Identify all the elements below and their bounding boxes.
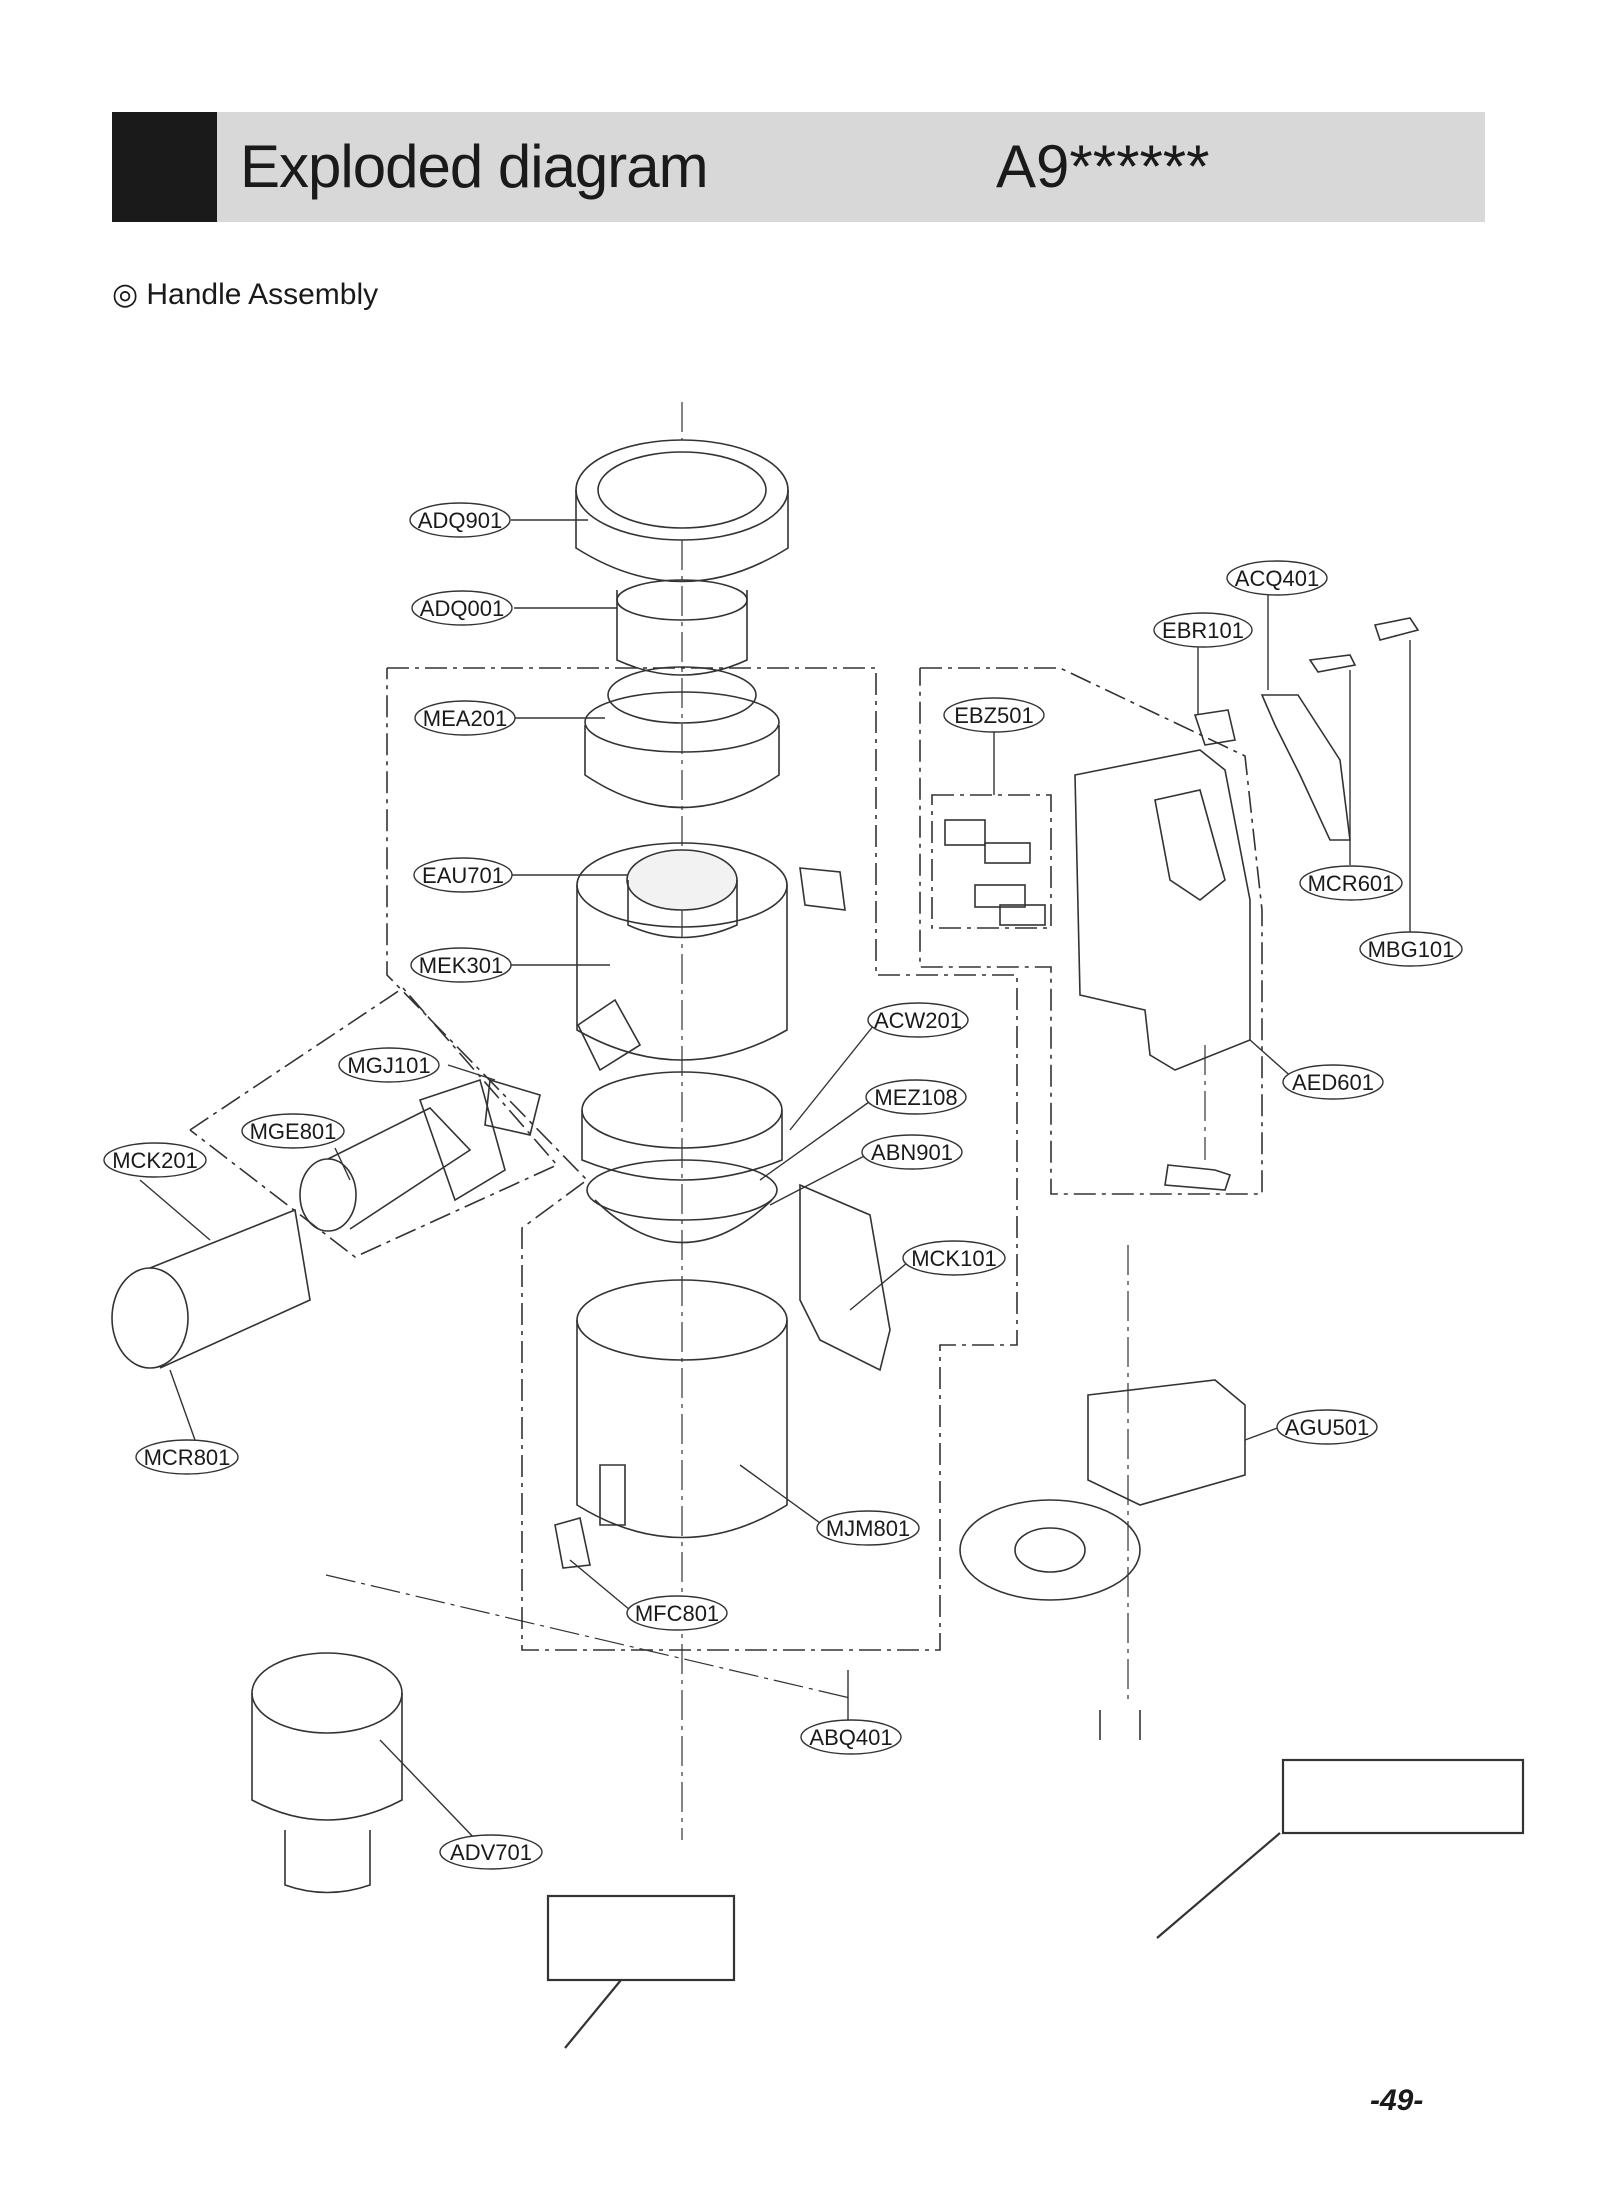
label-AED601: AED601 <box>1282 1064 1384 1100</box>
label-MGJ101: MGJ101 <box>338 1047 440 1083</box>
svg-text:ADQ901: ADQ901 <box>418 508 502 533</box>
leader-lines <box>139 519 1411 1843</box>
dust-tube-part <box>299 1078 541 1232</box>
svg-text:ACW201: ACW201 <box>874 1008 962 1033</box>
label-ABQ401: ABQ401 <box>800 1719 902 1755</box>
svg-text:ABN901: ABN901 <box>871 1140 953 1165</box>
empty-callout-box-right <box>1281 1758 1525 1835</box>
section-heading: ◎ Handle Assembly <box>112 277 378 313</box>
label-ADV701: ADV701 <box>439 1834 543 1870</box>
label-ADQ901: ADQ901 <box>409 502 511 538</box>
switch-parts <box>944 819 1046 926</box>
label-ACW201: ACW201 <box>867 1002 969 1038</box>
svg-text:ABQ401: ABQ401 <box>809 1725 892 1750</box>
header-black-block <box>112 112 217 222</box>
dust-bin-part <box>576 1279 788 1539</box>
cyclone-rings-part <box>576 998 783 1244</box>
svg-text:MGE801: MGE801 <box>250 1119 337 1144</box>
empty-callouts <box>546 1758 1525 2049</box>
boundary-dust-tube-group <box>189 986 559 1258</box>
nozzle-part <box>111 1208 311 1369</box>
battery-cover-part <box>959 1379 1246 1740</box>
filter-body-part <box>616 579 748 676</box>
svg-text:ADQ001: ADQ001 <box>420 596 504 621</box>
model-number: A9****** <box>996 133 1210 200</box>
boundary-handle-group <box>919 667 1263 1195</box>
svg-text:MBG101: MBG101 <box>1368 937 1455 962</box>
page-header: Exploded diagram A9****** <box>112 112 1485 222</box>
label-AGU501: AGU501 <box>1276 1409 1378 1445</box>
section-label: Handle Assembly <box>146 278 379 311</box>
part-labels: ADQ901 ADQ001 MEA201 EAU701 MEK301 MGJ10… <box>103 502 1463 1870</box>
bracket-part <box>799 1183 891 1372</box>
svg-text:MCK101: MCK101 <box>911 1246 997 1271</box>
label-MEZ108: MEZ108 <box>865 1079 967 1115</box>
label-EBZ501: EBZ501 <box>943 697 1045 733</box>
label-EAU701: EAU701 <box>413 857 513 893</box>
page-number: -49- <box>1370 2084 1424 2117</box>
label-MCR801: MCR801 <box>135 1439 239 1475</box>
label-ADQ001: ADQ001 <box>411 590 513 626</box>
svg-text:ADV701: ADV701 <box>450 1840 532 1865</box>
double-circle-icon: ◎ <box>112 278 139 311</box>
handle-body-part <box>1074 749 1251 1191</box>
label-EBR101: EBR101 <box>1153 612 1253 648</box>
svg-text:MCK201: MCK201 <box>112 1148 198 1173</box>
boundary-motor-group <box>386 667 1018 1651</box>
svg-text:MGJ101: MGJ101 <box>347 1053 430 1078</box>
label-ABN901: ABN901 <box>861 1134 963 1170</box>
cyclone-cover-part <box>584 666 780 809</box>
label-MEA201: MEA201 <box>414 700 516 736</box>
svg-text:MCR801: MCR801 <box>144 1445 231 1470</box>
svg-text:AED601: AED601 <box>1292 1070 1374 1095</box>
svg-text:AGU501: AGU501 <box>1285 1415 1369 1440</box>
group-boundaries <box>189 667 1263 1651</box>
label-MCR601: MCR601 <box>1299 865 1403 901</box>
svg-text:EBZ501: EBZ501 <box>954 703 1034 728</box>
boundary-switch-box <box>931 794 1052 929</box>
motor-housing-part <box>576 842 846 1061</box>
label-ACQ401: ACQ401 <box>1226 560 1328 596</box>
svg-text:EAU701: EAU701 <box>422 863 504 888</box>
svg-text:MCR601: MCR601 <box>1308 871 1395 896</box>
trigger-parts <box>1193 617 1420 841</box>
filter-cap-part <box>575 439 789 583</box>
label-MCK201: MCK201 <box>103 1142 207 1178</box>
svg-text:ACQ401: ACQ401 <box>1235 566 1319 591</box>
pre-filter-part <box>251 1652 403 1894</box>
svg-text:EBR101: EBR101 <box>1162 618 1244 643</box>
svg-text:MFC801: MFC801 <box>635 1601 719 1626</box>
label-MGE801: MGE801 <box>241 1113 345 1149</box>
bin-clip-part <box>554 1516 591 1569</box>
svg-text:MEZ108: MEZ108 <box>874 1085 957 1110</box>
label-MFC801: MFC801 <box>626 1595 728 1631</box>
label-MEK301: MEK301 <box>410 947 512 983</box>
page-title: Exploded diagram <box>240 133 709 200</box>
svg-text:MEK301: MEK301 <box>419 953 503 978</box>
label-MCK101: MCK101 <box>902 1240 1006 1276</box>
empty-callout-box-left <box>546 1894 736 1982</box>
label-MJM801: MJM801 <box>816 1510 920 1546</box>
svg-text:MEA201: MEA201 <box>423 706 507 731</box>
svg-text:MJM801: MJM801 <box>826 1516 910 1541</box>
label-MBG101: MBG101 <box>1359 931 1463 967</box>
